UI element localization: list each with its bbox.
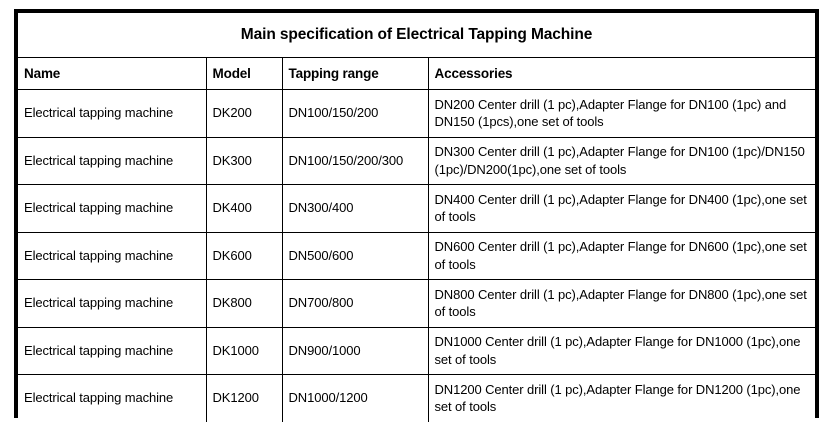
column-header-model: Model (205, 57, 283, 90)
cell-tapping-range-text: DN900/1000 (288, 342, 361, 358)
cell-accessories-text: DN800 Center drill (1 pc),Adapter Flange… (434, 286, 807, 320)
cell-accessories-text: DN300 Center drill (1 pc),Adapter Flange… (434, 144, 805, 177)
cell-accessories-text: DN1200 Center drill (1 pc),Adapter Flang… (434, 381, 801, 415)
table-title: Main specification of Electrical Tapping… (18, 13, 816, 58)
cell-tapping-range: DN1000/1200 (281, 374, 429, 422)
cell-tapping-range-text: DN700/800 (288, 295, 354, 311)
cell-accessories: DN1000 Center drill (1 pc),Adapter Flang… (427, 326, 816, 375)
cell-model-text: DK300 (212, 152, 252, 168)
cell-name-text: Electrical tapping machine (24, 342, 174, 358)
cell-accessories-text: DN600 Center drill (1 pc),Adapter Flange… (434, 239, 807, 272)
table-row: Electrical tapping machine DK800 DN700/8… (18, 279, 816, 328)
cell-tapping-range: DN100/150/200/300 (281, 136, 429, 185)
cell-tapping-range-text: DN300/400 (288, 200, 354, 216)
table-row: Electrical tapping machine DK1200 DN1000… (18, 374, 816, 422)
cell-model: DK400 (205, 184, 283, 233)
cell-tapping-range-text: DN1000/1200 (288, 390, 368, 406)
table-row: Electrical tapping machine DK600 DN500/6… (18, 231, 816, 280)
table-header-row: Name Model Tapping range Accessories (18, 57, 816, 90)
cell-model: DK300 (205, 136, 283, 185)
table-row: Electrical tapping machine DK1000 DN900/… (18, 326, 816, 375)
cell-model-text: DK600 (212, 247, 252, 263)
cell-tapping-range-text: DN100/150/200 (288, 105, 379, 121)
cell-accessories-text: DN1000 Center drill (1 pc),Adapter Flang… (434, 334, 801, 367)
cell-name: Electrical tapping machine (18, 231, 207, 280)
cell-name: Electrical tapping machine (18, 89, 207, 138)
cell-name-text: Electrical tapping machine (24, 105, 174, 121)
cell-model-text: DK800 (212, 295, 252, 311)
cell-tapping-range-text: DN500/600 (288, 247, 354, 263)
cell-accessories-text: DN400 Center drill (1 pc),Adapter Flange… (434, 191, 807, 225)
cell-tapping-range: DN700/800 (281, 279, 429, 328)
specification-table-frame: Main specification of Electrical Tapping… (14, 9, 819, 422)
cell-accessories: DN800 Center drill (1 pc),Adapter Flange… (427, 279, 816, 328)
cell-name-text: Electrical tapping machine (24, 247, 174, 263)
specification-table: Main specification of Electrical Tapping… (18, 13, 816, 422)
cell-tapping-range: DN500/600 (281, 231, 429, 280)
cell-accessories: DN1200 Center drill (1 pc),Adapter Flang… (427, 374, 816, 422)
table-row: Electrical tapping machine DK300 DN100/1… (18, 136, 816, 185)
cell-name: Electrical tapping machine (18, 326, 207, 375)
cell-accessories: DN300 Center drill (1 pc),Adapter Flange… (427, 136, 816, 185)
column-header-name: Name (18, 57, 207, 90)
cell-tapping-range: DN900/1000 (281, 326, 429, 375)
cell-model: DK1200 (205, 374, 283, 422)
table-title-row: Main specification of Electrical Tapping… (18, 13, 816, 58)
cell-model: DK800 (205, 279, 283, 328)
cell-accessories: DN600 Center drill (1 pc),Adapter Flange… (427, 231, 816, 280)
cell-accessories: DN200 Center drill (1 pc),Adapter Flange… (427, 89, 816, 138)
cell-model-text: DK200 (212, 105, 252, 121)
cell-model-text: DK1000 (212, 342, 259, 358)
cell-accessories-text: DN200 Center drill (1 pc),Adapter Flange… (434, 96, 787, 130)
cell-model-text: DK400 (212, 200, 252, 216)
cell-accessories: DN400 Center drill (1 pc),Adapter Flange… (427, 184, 816, 233)
cell-name-text: Electrical tapping machine (24, 390, 174, 406)
table-row: Electrical tapping machine DK200 DN100/1… (18, 89, 816, 138)
cell-model-text: DK1200 (212, 390, 259, 406)
cell-name: Electrical tapping machine (18, 136, 207, 185)
cell-model: DK600 (205, 231, 283, 280)
column-header-accessories: Accessories (427, 57, 816, 90)
cell-name-text: Electrical tapping machine (24, 152, 174, 168)
cell-model: DK200 (205, 89, 283, 138)
cell-tapping-range: DN300/400 (281, 184, 429, 233)
cell-model: DK1000 (205, 326, 283, 375)
cell-tapping-range-text: DN100/150/200/300 (288, 152, 404, 168)
cell-name: Electrical tapping machine (18, 279, 207, 328)
cell-tapping-range: DN100/150/200 (281, 89, 429, 138)
cell-name: Electrical tapping machine (18, 374, 207, 422)
cell-name-text: Electrical tapping machine (24, 200, 174, 216)
column-header-tapping-range: Tapping range (281, 57, 429, 90)
cell-name: Electrical tapping machine (18, 184, 207, 233)
table-row: Electrical tapping machine DK400 DN300/4… (18, 184, 816, 233)
cell-name-text: Electrical tapping machine (24, 295, 174, 311)
